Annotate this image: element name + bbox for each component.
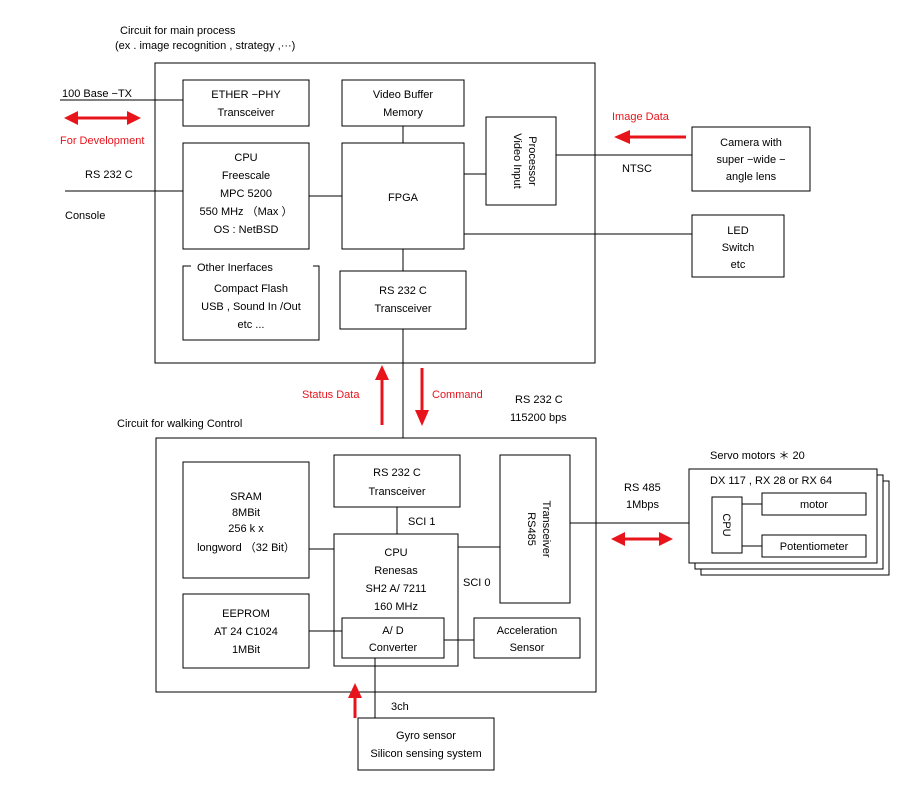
servo-cpu-box: [711, 496, 743, 554]
development-arrow-left-head: [64, 111, 78, 125]
command-arrow-head: [415, 410, 429, 426]
status-arrow-head: [375, 365, 389, 380]
eeprom-line3: 1MBit: [232, 644, 260, 656]
other-interfaces-line1: Compact Flash: [214, 283, 288, 295]
video-buffer-box: [341, 79, 465, 127]
console-label: Console: [65, 210, 105, 222]
rs485-arrow-right-head: [659, 532, 673, 546]
cpu-main-box: [182, 142, 310, 250]
sram-box: [182, 461, 310, 579]
servo-header: DX 117 , RX 28 or RX 64: [710, 475, 832, 487]
video-input-line2: Processor: [526, 136, 538, 186]
sram-line3: 256 k x: [228, 523, 264, 535]
other-interfaces-line2: USB , Sound In /Out: [201, 301, 301, 313]
sram-line2: 8MBit: [232, 507, 260, 519]
camera-line1: Camera with: [720, 137, 782, 149]
ad-line1: A/ D: [382, 625, 403, 637]
cpu-walk-line4: 160 MHz: [374, 601, 418, 613]
camera-box: [691, 126, 811, 192]
ether-phy-line2: Transceiver: [217, 107, 274, 119]
rs485-line2: Transceiver: [540, 500, 552, 557]
fpga-box: [341, 142, 465, 250]
camera-line2: super −wide −: [716, 154, 785, 166]
sram-line4: longword （32 Bit）: [197, 541, 295, 554]
walking-title: Circuit for walking Control: [117, 418, 242, 430]
rs485-box: [499, 454, 571, 604]
rs232c-walk-line2: Transceiver: [368, 486, 425, 498]
ethernet-label: 100 Base −TX: [62, 88, 133, 100]
led-line3: etc: [731, 259, 746, 271]
rs232c-main-line2: Transceiver: [374, 303, 431, 315]
led-box: [691, 214, 785, 278]
other-interfaces-line3: etc ...: [238, 319, 265, 331]
rs232c-walk-box: [333, 454, 461, 508]
cpu-main-line3: MPC 5200: [220, 188, 272, 200]
video-buffer-line1: Video Buffer: [373, 89, 433, 101]
other-interfaces-title: Other Inerfaces: [197, 262, 273, 274]
three-ch-label: 3ch: [391, 701, 409, 713]
main-title-line1: Circuit for main process: [120, 25, 236, 37]
main-title-line2: (ex . image recognition , strategy ,···): [115, 40, 295, 52]
cpu-walk-line2: Renesas: [374, 565, 418, 577]
image-data-label: Image Data: [612, 111, 670, 123]
sci0-label: SCI 0: [463, 577, 491, 589]
rs232c-main-line1: RS 232 C: [379, 285, 427, 297]
rs485-line1: RS485: [525, 512, 537, 546]
eeprom-line1: EEPROM: [222, 608, 270, 620]
fpga-label: FPGA: [388, 192, 419, 204]
gyro-line1: Gyro sensor: [396, 730, 456, 742]
cpu-walk-line3: SH2 A/ 7211: [366, 583, 427, 595]
video-input-line1: Video Input: [511, 133, 523, 188]
rs485-link-line2: 1Mbps: [626, 499, 660, 511]
ntsc-label: NTSC: [622, 163, 652, 175]
image-data-arrow-head: [614, 130, 630, 144]
ether-phy-box: [182, 79, 310, 127]
development-arrow-right-head: [127, 111, 141, 125]
sci1-label: SCI 1: [408, 516, 436, 528]
cpu-main-line1: CPU: [234, 152, 257, 164]
led-line2: Switch: [722, 242, 754, 254]
servo-motor-label: motor: [800, 499, 828, 511]
gyro-arrow-head: [348, 683, 362, 698]
ad-line2: Converter: [369, 642, 418, 654]
rs232c-link-line2: 115200 bps: [510, 412, 567, 424]
eeprom-box: [182, 593, 310, 669]
cpu-main-line4: 550 MHz （Max ）: [200, 205, 293, 218]
accel-box: [473, 617, 581, 659]
command-label: Command: [432, 389, 483, 401]
ether-phy-line1: ETHER −PHY: [211, 89, 281, 101]
other-interfaces-title-bg: [191, 261, 313, 273]
cpu-main-line5: OS : NetBSD: [214, 224, 279, 236]
rs232c-walk-line1: RS 232 C: [373, 467, 421, 479]
status-data-label: Status Data: [302, 389, 360, 401]
rs232c-main-box: [339, 270, 467, 330]
servo-title: Servo motors ＊ 20: [710, 450, 805, 462]
led-line1: LED: [727, 225, 748, 237]
cpu-walk-line1: CPU: [384, 547, 407, 559]
gyro-line2: Silicon sensing system: [370, 748, 481, 760]
rs232c-left-label: RS 232 C: [85, 169, 133, 181]
servo-cpu-label: CPU: [720, 513, 732, 536]
ad-box: [341, 617, 445, 659]
cpu-main-line2: Freescale: [222, 170, 270, 182]
rs232c-link-line1: RS 232 C: [515, 394, 563, 406]
rs485-arrow-left-head: [611, 532, 625, 546]
servo-pot-label: Potentiometer: [780, 541, 849, 553]
gyro-box: [357, 717, 495, 771]
camera-line3: angle lens: [726, 171, 777, 183]
eeprom-line2: AT 24 C1024: [214, 626, 278, 638]
video-input-box: [485, 116, 557, 206]
accel-line1: Acceleration: [497, 625, 558, 637]
accel-line2: Sensor: [510, 642, 545, 654]
sram-line1: SRAM: [230, 491, 262, 503]
video-buffer-line2: Memory: [383, 107, 423, 119]
for-development-label: For Development: [60, 135, 144, 147]
rs485-link-line1: RS 485: [624, 482, 661, 494]
